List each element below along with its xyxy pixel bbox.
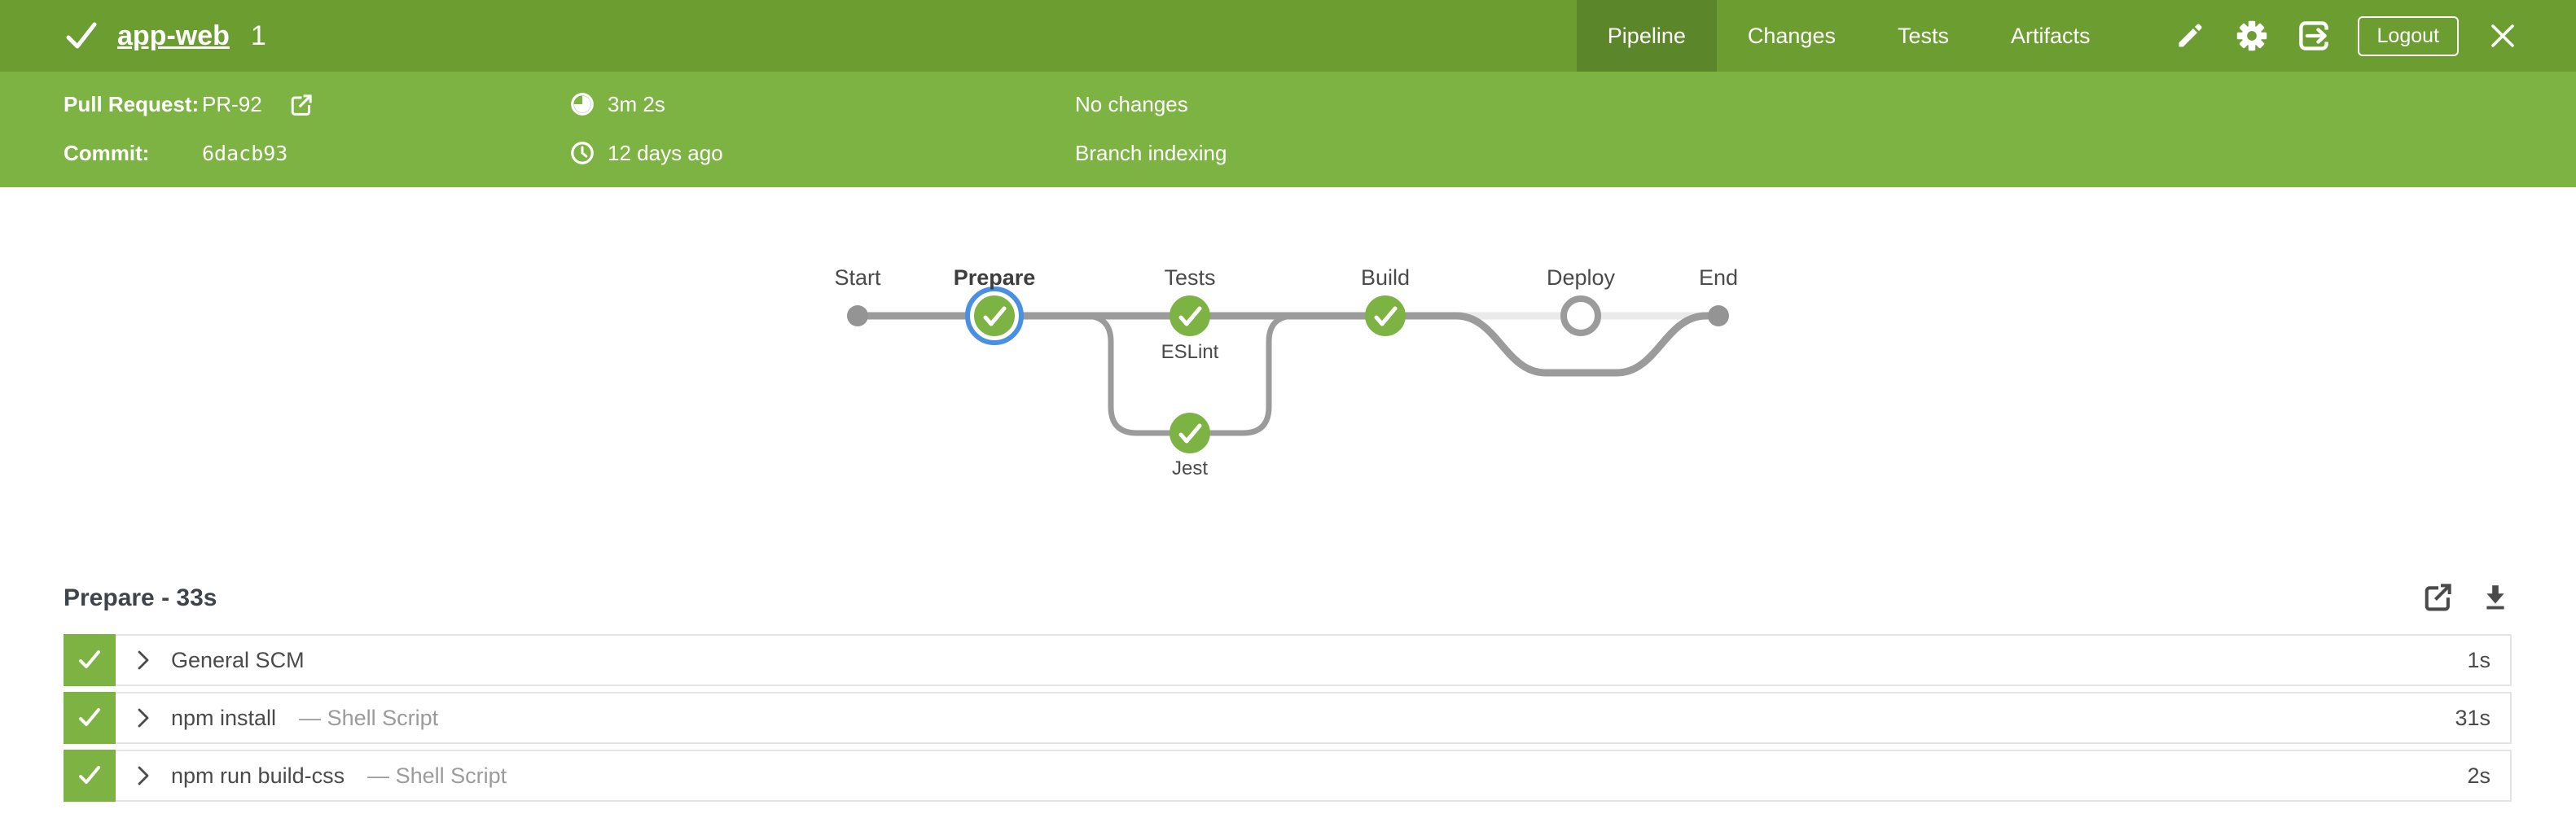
exit-to-classic-icon[interactable] [2283,0,2345,72]
step-row-npm-install[interactable]: npm install — Shell Script 31s [64,692,2512,744]
stage-node-prepare[interactable] [965,287,1024,345]
logout-button[interactable]: Logout [2357,15,2459,56]
timer-icon [570,92,595,116]
step-success-check-icon [64,750,116,802]
step-list: General SCM 1s npm install — Shell Scrip… [64,634,2512,807]
chevron-right-icon [137,707,150,728]
run-summary-bar: Pull Request: PR-92 Commit: 6dacb93 [0,72,2576,187]
stage-node-tests-jest[interactable] [1170,413,1210,453]
stage-label-prepare: Prepare [954,265,1036,290]
header-actions: Logout [2159,0,2576,72]
status-check-icon [65,21,98,50]
step-type: — Shell Script [367,763,507,788]
gear-icon[interactable] [2221,0,2283,72]
step-type: — Shell Script [299,705,439,730]
stage-label-build: Build [1361,265,1410,290]
pull-request-line: Pull Request: PR-92 [64,88,314,120]
close-icon[interactable] [2472,0,2534,72]
completed-line: 12 days ago [570,137,723,169]
step-name: npm install [171,705,277,730]
step-row-npm-run-build-css[interactable]: npm run build-css — Shell Script 2s [64,750,2512,802]
step-row-general-scm[interactable]: General SCM 1s [64,634,2512,686]
build-number: 1 [250,20,266,51]
tab-tests[interactable]: Tests [1897,24,1949,48]
branch-label-eslint: ESLint [1161,341,1219,363]
chevron-right-icon [137,765,150,786]
stage-detail-actions [2423,581,2509,612]
duration-line: 3m 2s [570,88,665,120]
clock-icon [570,141,595,165]
commit-label: Commit: [64,140,150,165]
executed-connector-line [854,312,1722,377]
pencil-icon[interactable] [2159,0,2221,72]
stage-label-deploy: Deploy [1547,265,1616,290]
stage-node-deploy[interactable] [1560,295,1601,336]
open-external-icon[interactable] [290,92,314,116]
run-header: app-web 1 Pipeline Changes Tests Artifac… [0,0,2576,72]
step-name: npm run build-css [171,763,345,788]
open-in-new-icon[interactable] [2423,581,2454,612]
commit-hash: 6dacb93 [202,141,288,165]
chevron-right-icon [137,650,150,671]
stage-detail-heading: Prepare - 33s [64,584,217,611]
end-node [1708,305,1729,326]
pull-request-label: Pull Request: [64,91,200,116]
stage-label-tests: Tests [1164,265,1215,290]
changes-status: No changes [1075,91,1188,116]
stage-node-build[interactable] [1365,295,1406,336]
step-name: General SCM [171,647,305,672]
run-title-group: app-web 1 [0,20,266,52]
tab-changes[interactable]: Changes [1747,24,1836,48]
branch-label-jest: Jest [1172,457,1208,479]
duration-value: 3m 2s [608,91,665,116]
run-tabs: Pipeline Changes Tests Artifacts [1576,0,2122,72]
step-success-check-icon [64,692,116,744]
pipeline-name-link[interactable]: app-web [117,20,230,51]
step-success-check-icon [64,634,116,686]
stage-node-tests-eslint[interactable] [1170,295,1210,336]
download-log-icon[interactable] [2482,583,2509,610]
step-duration: 1s [2467,647,2490,672]
pipeline-graph: Start Prepare Tests Build Deploy End ESL… [834,265,1738,479]
stage-label-start: Start [834,265,881,290]
step-duration: 31s [2455,705,2490,730]
completed-value: 12 days ago [608,140,723,165]
start-node [847,305,868,326]
tab-artifacts[interactable]: Artifacts [2011,24,2091,48]
run-cause: Branch indexing [1075,140,1227,165]
tab-pipeline[interactable]: Pipeline [1576,0,1717,72]
step-duration: 2s [2467,763,2490,788]
pull-request-value: PR-92 [202,91,262,116]
commit-line: Commit: 6dacb93 [64,137,287,169]
stage-label-end: End [1699,265,1738,290]
